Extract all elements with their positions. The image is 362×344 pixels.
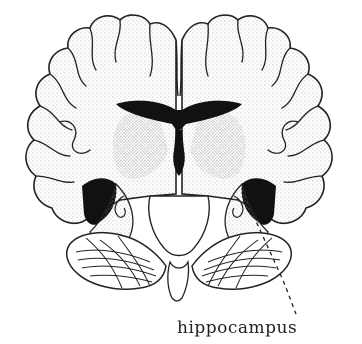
right-cerebellum: [192, 233, 291, 290]
left-cerebellum: [67, 233, 166, 290]
interventricular-foramen: [176, 135, 181, 140]
longitudinal-fissure: [176, 40, 182, 96]
brainstem: [149, 196, 209, 256]
hippocampus-label: hippocampus: [177, 318, 297, 338]
medulla: [168, 262, 189, 301]
